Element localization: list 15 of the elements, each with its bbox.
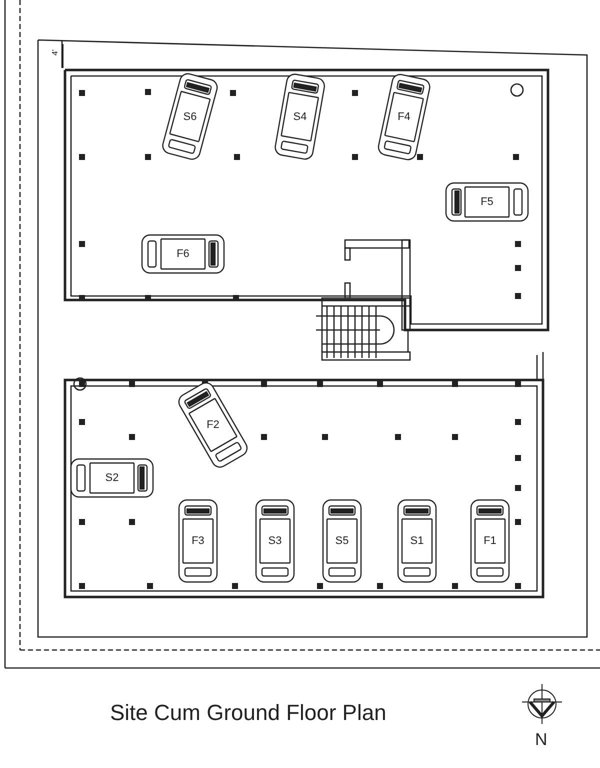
parking-slot-label: S6 [182, 110, 198, 123]
parking-slot-label: F4 [396, 110, 412, 123]
parking-slot-label: S3 [267, 535, 283, 547]
parking-slot-label: S5 [334, 535, 350, 547]
north-label: N [535, 730, 548, 750]
parking-slot-label: F3 [190, 535, 206, 547]
parking-slot-label: F5 [480, 196, 494, 208]
parking-slot-label: S4 [292, 110, 308, 123]
parking-slot-label: F6 [176, 248, 190, 260]
dimension-label: 4' [50, 50, 60, 56]
parking-slot-label: S1 [409, 535, 425, 547]
parking-slot-label: F1 [482, 535, 498, 547]
parking-slot-label: S2 [104, 472, 120, 484]
parking-slot-label: F2 [206, 418, 220, 431]
plan-title: Site Cum Ground Floor Plan [110, 700, 386, 726]
